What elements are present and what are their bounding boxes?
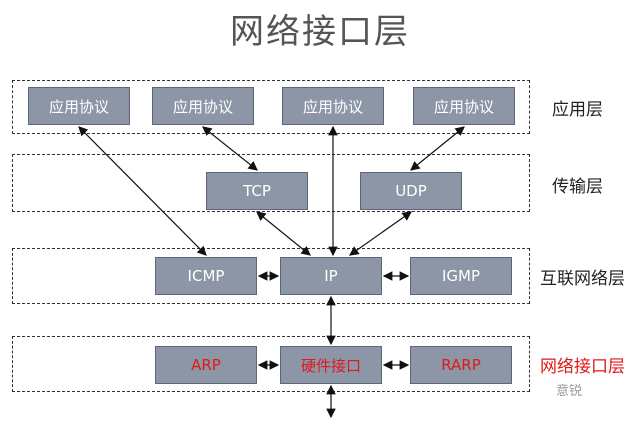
hardware-interface-box: 硬件接口: [280, 346, 382, 384]
link-layer-label: 网络接口层: [540, 357, 625, 377]
application-layer-label: 应用层: [552, 100, 603, 120]
internet-layer-label: 互联网络层: [540, 269, 625, 289]
watermark-logo: 意锐: [556, 384, 583, 399]
icmp-box: ICMP: [155, 257, 257, 295]
rarp-box: RARP: [410, 346, 512, 384]
application-protocol-box-1: 应用协议: [28, 87, 130, 125]
arrow-tcp-ip: [256, 211, 311, 256]
application-layer-frame: [12, 80, 530, 134]
ip-box: IP: [280, 257, 382, 295]
udp-box: UDP: [360, 172, 462, 210]
tcp-box: TCP: [206, 172, 308, 210]
arrow-app1-icmp: [78, 126, 207, 256]
arrow-app2-tcp: [202, 126, 258, 171]
transport-layer-label: 传输层: [552, 177, 603, 197]
application-protocol-box-3: 应用协议: [282, 87, 384, 125]
page-title: 网络接口层: [230, 12, 410, 52]
arp-box: ARP: [155, 346, 257, 384]
arrow-udp-ip: [349, 211, 412, 256]
application-protocol-box-2: 应用协议: [152, 87, 254, 125]
igmp-box: IGMP: [410, 257, 512, 295]
link-layer-frame: [12, 336, 530, 392]
application-protocol-box-4: 应用协议: [413, 87, 515, 125]
arrow-app4-udp: [410, 126, 465, 171]
